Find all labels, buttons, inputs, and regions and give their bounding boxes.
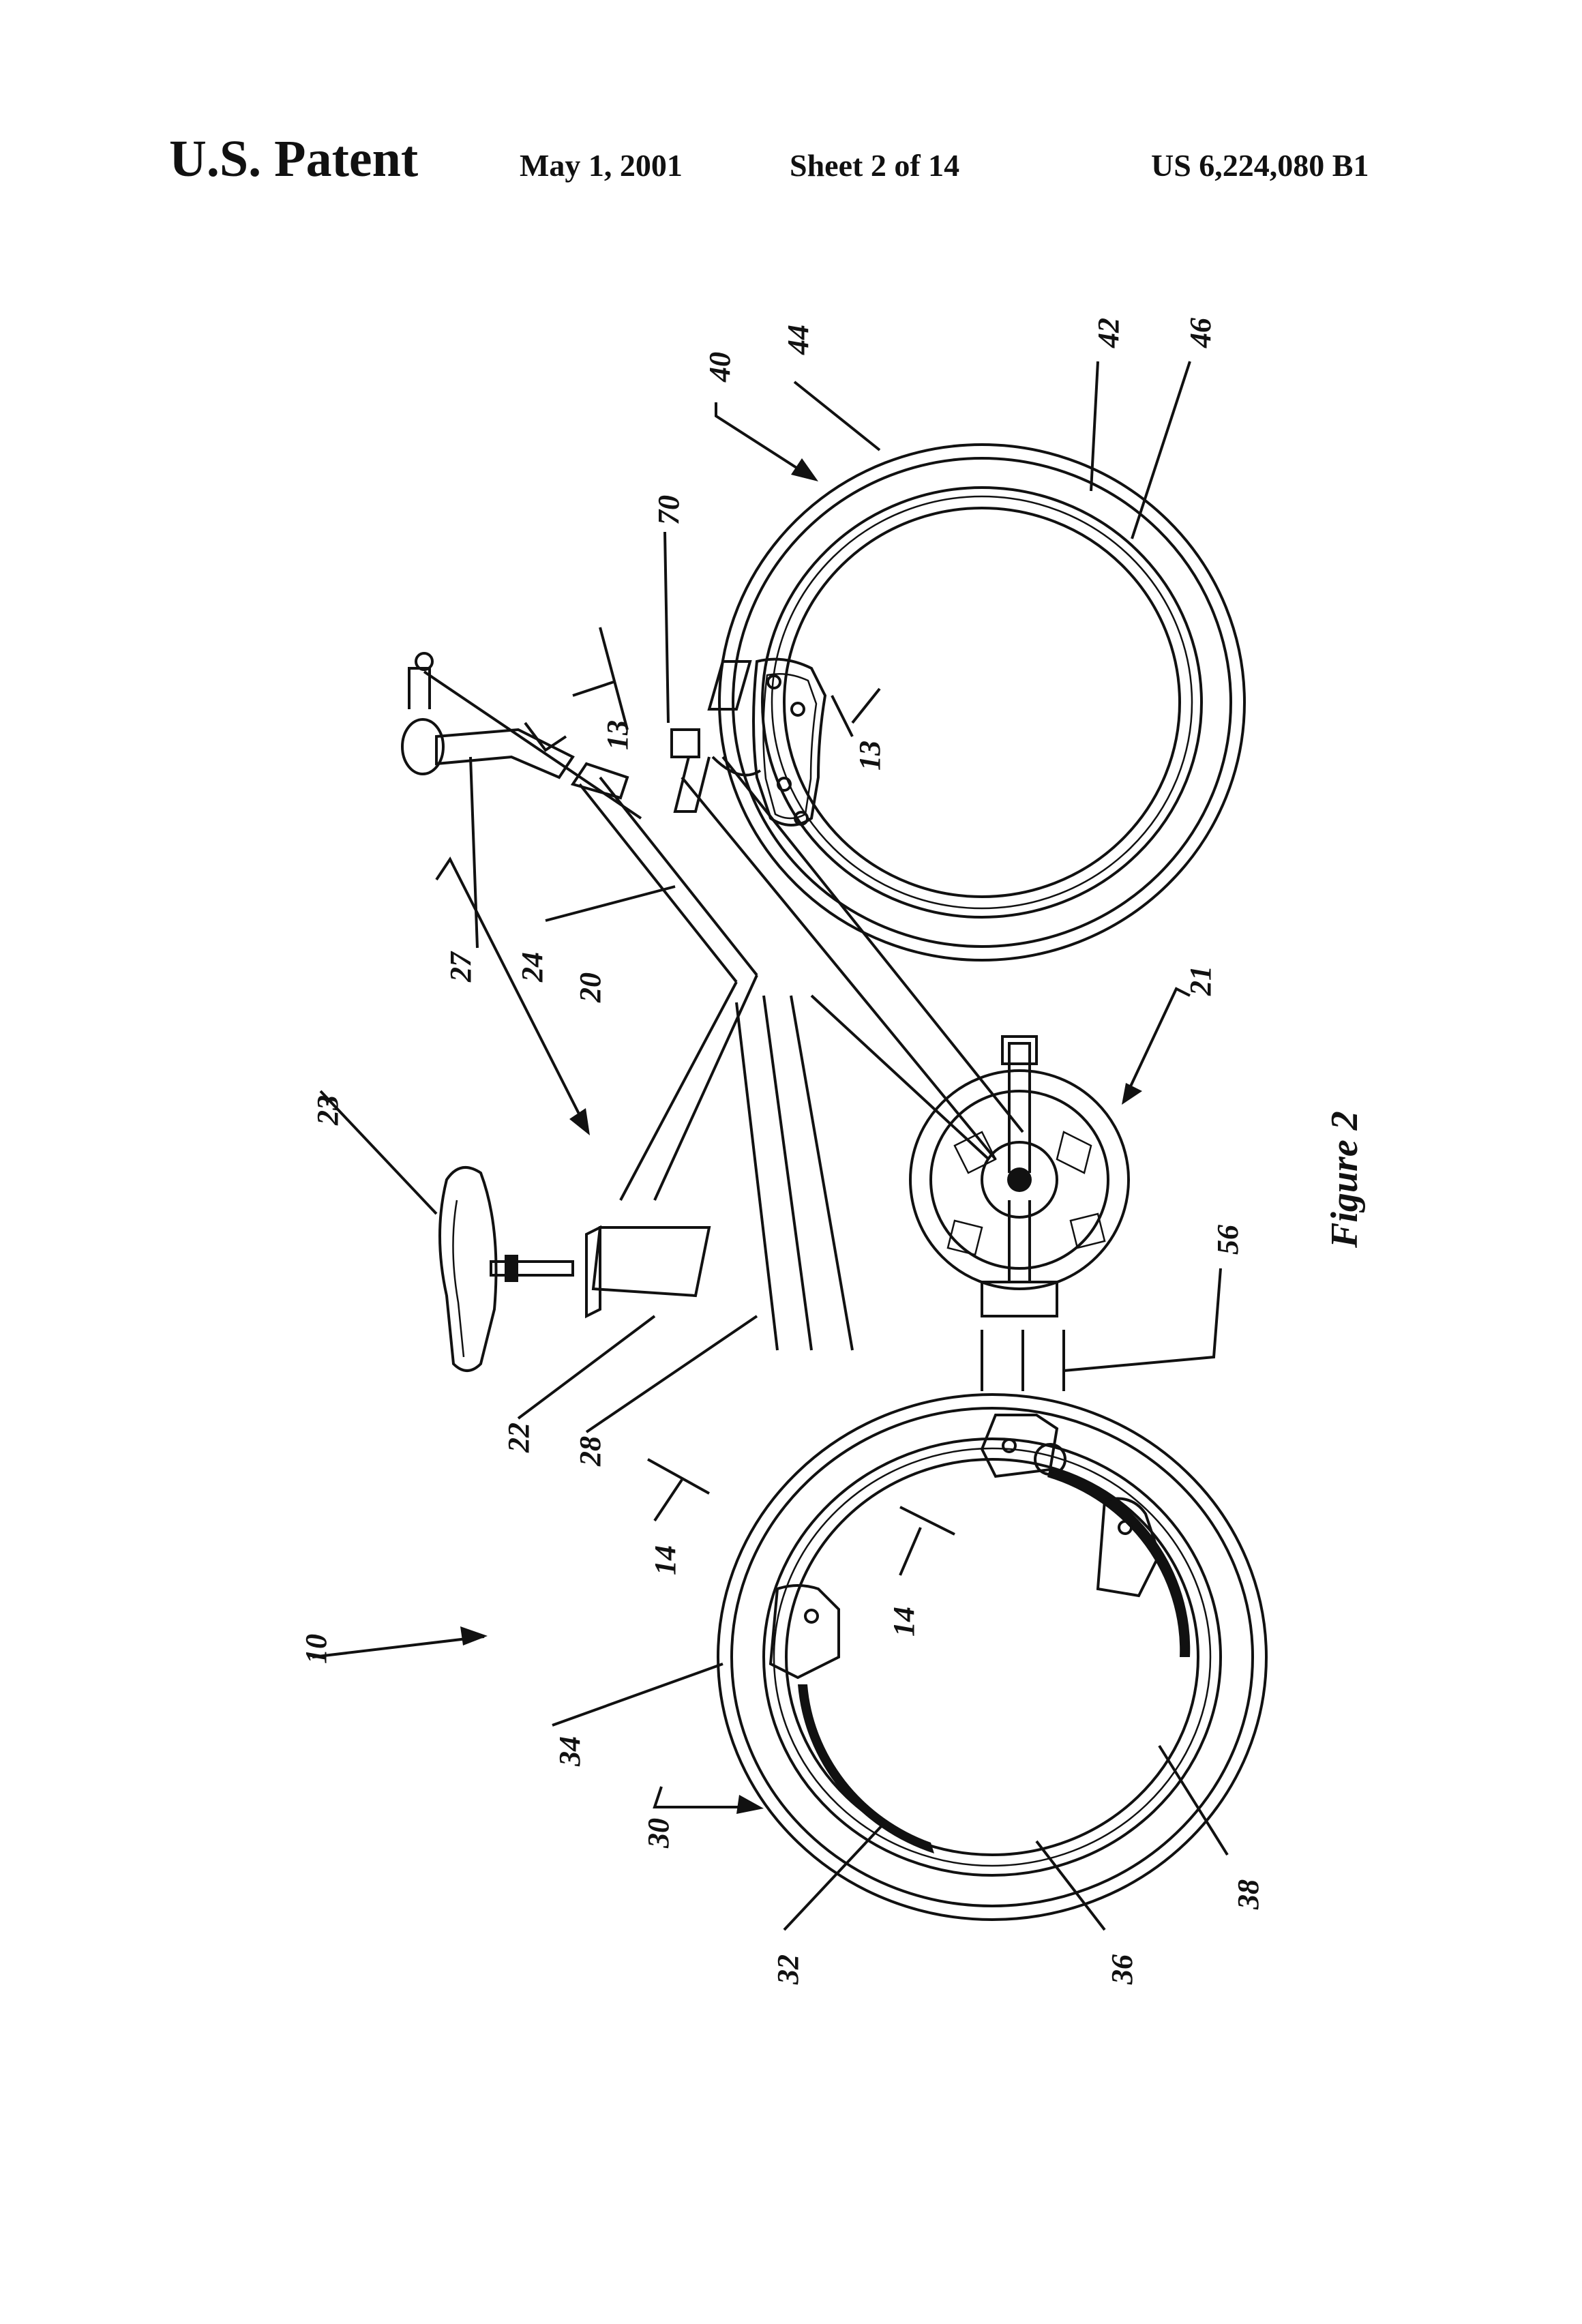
- fork-clamp-70: [672, 730, 699, 757]
- leader-27: [471, 757, 477, 948]
- rear-tire-inner: [732, 1408, 1253, 1906]
- leader-56: [1064, 1268, 1221, 1371]
- section-13-arrow-shaft: [852, 689, 880, 723]
- section-14-arrow-shaft: [655, 1480, 682, 1521]
- section-13-line: [832, 696, 852, 736]
- ref-38: 38: [1232, 1879, 1265, 1910]
- crank-drive: [910, 1037, 1129, 1391]
- chain-guide: [982, 1330, 1064, 1391]
- ref-23: 23: [311, 1095, 344, 1126]
- ref-36: 36: [1105, 1954, 1139, 1985]
- arrow-20: [569, 1108, 590, 1135]
- rear-caliper-upper: [771, 1585, 839, 1678]
- ref-40: 40: [703, 352, 736, 383]
- ref-21: 21: [1184, 966, 1217, 996]
- front-rim-outer: [762, 488, 1202, 917]
- section-13-line: [600, 627, 627, 730]
- arrow-10: [460, 1626, 488, 1645]
- fork-crown: [709, 661, 750, 709]
- rear-caliper-assembly: [771, 1415, 1159, 1678]
- leader-70: [665, 532, 668, 723]
- leader-28: [586, 1316, 757, 1432]
- bicycle-frame: [491, 757, 1023, 1350]
- frame-brace: [811, 996, 989, 1159]
- front-rim-edge: [784, 508, 1180, 897]
- section-14-line: [900, 1507, 955, 1534]
- ref-56: 56: [1211, 1225, 1244, 1255]
- leader-20: [436, 859, 586, 1129]
- saddle-outline: [440, 1167, 496, 1371]
- chainring-window: [1057, 1132, 1091, 1173]
- ref-42: 42: [1092, 318, 1125, 348]
- pedal-lower: [982, 1282, 1057, 1316]
- ref-20: 20: [573, 972, 607, 1003]
- section-14-arrow-shaft: [900, 1528, 921, 1575]
- section-13-label: 13: [853, 741, 886, 771]
- ref-22: 22: [502, 1422, 535, 1453]
- caliper-bolt: [1003, 1440, 1015, 1452]
- chainring-window: [1071, 1214, 1105, 1248]
- front-tire-inner: [733, 458, 1231, 947]
- leader-34: [552, 1664, 723, 1725]
- headset-cup: [573, 764, 627, 798]
- seat-post-clamp: [505, 1255, 518, 1282]
- caliper-bolt: [792, 703, 804, 715]
- ref-27: 27: [444, 951, 477, 983]
- leader-22: [518, 1316, 655, 1418]
- seat-stay: [621, 982, 736, 1200]
- rear-drive-band-upper: [1047, 1466, 1190, 1657]
- ref-46: 46: [1184, 318, 1217, 348]
- arrow-21: [1122, 1083, 1142, 1105]
- leader-10: [312, 1637, 484, 1657]
- section-13-arrow-shaft: [573, 682, 614, 696]
- section-13-label: 13: [601, 720, 634, 750]
- ref-44: 44: [781, 325, 815, 355]
- seat-post: [491, 1262, 573, 1275]
- section-14-line: [648, 1459, 709, 1493]
- saddle: [440, 1167, 496, 1371]
- seat-stay: [655, 975, 757, 1200]
- leader-32: [784, 1821, 886, 1930]
- ref-28: 28: [573, 1436, 607, 1467]
- caliper-bolt: [805, 1610, 818, 1622]
- ref-30: 30: [642, 1818, 675, 1849]
- section-14-label: 14: [648, 1545, 682, 1575]
- crank-axle: [1007, 1167, 1032, 1192]
- caliper-bolt: [1119, 1521, 1131, 1534]
- leader-24: [546, 887, 675, 921]
- ref-70: 70: [652, 495, 685, 525]
- ref-34: 34: [553, 1736, 586, 1767]
- pedal-upper: [1002, 1037, 1036, 1064]
- down-tube-edge: [723, 757, 1023, 1132]
- saddle-detail: [453, 1200, 464, 1357]
- ref-24: 24: [516, 952, 549, 983]
- seat-tube-22: [593, 1227, 709, 1296]
- section-14-label: 14: [887, 1607, 921, 1637]
- chain-stay-28: [791, 996, 852, 1350]
- figure-caption: Figure 2: [1324, 1111, 1366, 1249]
- arrow-40: [791, 458, 818, 481]
- leader-21: [1125, 989, 1190, 1098]
- rear-rim-outer: [764, 1439, 1221, 1875]
- rear-wheel: [718, 1395, 1266, 1920]
- ref-10: 10: [299, 1634, 333, 1664]
- ref-32: 32: [771, 1954, 805, 1985]
- handlebar-stem: [436, 730, 573, 777]
- section-markers: [573, 627, 955, 1575]
- leader-44: [794, 382, 880, 450]
